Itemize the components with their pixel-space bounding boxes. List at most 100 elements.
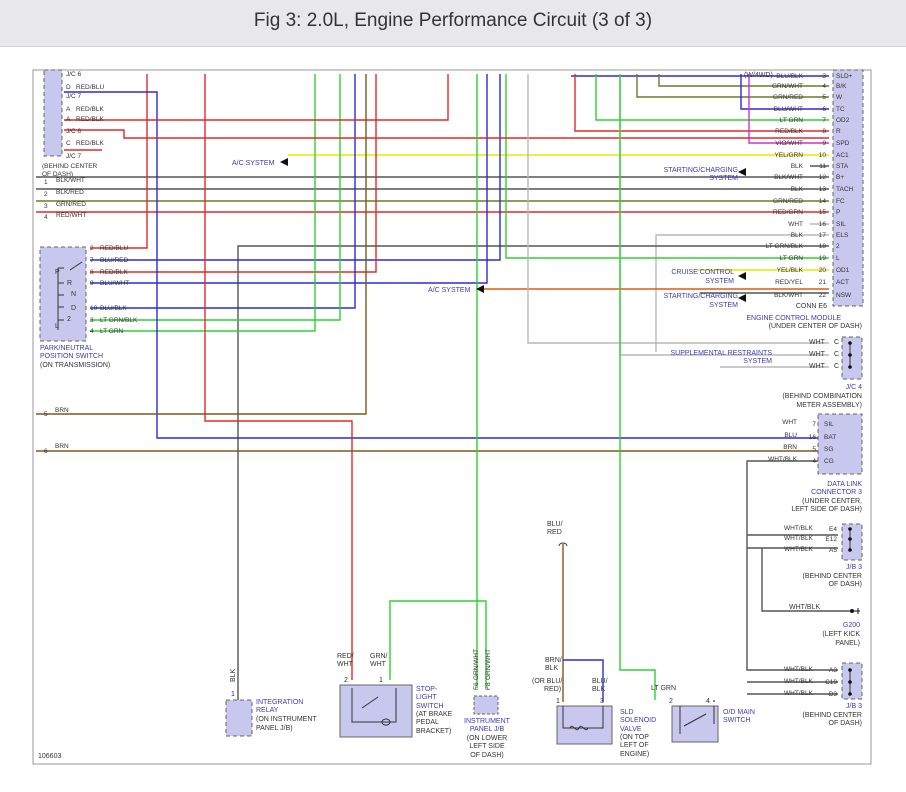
integration-relay: BLK 1 INTEGRATION RELAY (ON INSTRUMENT P…	[225, 668, 317, 737]
ecm-pin-wire: LT GRN	[780, 117, 804, 124]
wire-vio-wht-9	[748, 74, 829, 144]
jc-label-2: J/C 7	[66, 93, 82, 100]
svg-text:3: 3	[600, 698, 604, 705]
pnp-pin-wire: LT GRN/BLK	[100, 317, 138, 324]
ecm-pin-number: 11	[819, 163, 826, 170]
dlc-pin-wire: WHT	[782, 419, 797, 426]
svg-text:BLK/WHT: BLK/WHT	[56, 177, 85, 184]
connector-pin	[848, 680, 852, 684]
svg-text:GRN/WHT: GRN/WHT	[485, 649, 492, 680]
ecm-pin-wire: BLK	[791, 186, 804, 193]
svg-text:BRN/: BRN/	[545, 657, 562, 664]
svg-text:BLK: BLK	[230, 668, 237, 682]
svg-text:RELAY: RELAY	[256, 707, 279, 714]
ecm-pin-signal: TACH	[836, 186, 854, 193]
ecm-pin-signal: ELS	[836, 232, 849, 239]
pnp-pin-wire: LT GRN	[100, 328, 124, 335]
dlc-pin-signal: CG	[824, 458, 834, 465]
ecm-pin-wire: BLK	[791, 232, 804, 239]
connector-pin	[848, 548, 852, 552]
svg-text:J/B 3: J/B 3	[846, 703, 862, 710]
svg-text:INTEGRATION: INTEGRATION	[256, 699, 303, 706]
jc-wire-1: RED/BLU	[76, 84, 104, 91]
pnp-pin-number: 4	[90, 328, 94, 335]
instrument-panel-jb: F6 GRN/WHT F8 GRN/WHT INSTRUMENT PANEL J…	[464, 649, 511, 759]
ecm-pin-wire: YEL/BLK	[777, 267, 804, 274]
svg-text:BLK: BLK	[545, 665, 559, 672]
ecm-pin-signal: SIL	[836, 221, 846, 228]
svg-text:1: 1	[556, 698, 560, 705]
svg-text:GRN/WHT: GRN/WHT	[473, 649, 480, 680]
pnp-pin-number: 7	[90, 257, 94, 264]
engine-control-module: (W/4WD) ENGINE CONTROL MODULE (UNDER CEN…	[744, 69, 864, 330]
ecm-pin-number: 9	[822, 140, 826, 147]
jb3a-pin-number: E4	[829, 526, 837, 533]
svg-text:D: D	[71, 305, 76, 312]
wire-jc-red-blk-a	[64, 74, 449, 121]
svg-text:OF DASH): OF DASH)	[470, 752, 503, 759]
svg-text:SOLENOID: SOLENOID	[620, 717, 656, 724]
dlc-pin-signal: SG	[824, 446, 833, 453]
ecm-pin-signal: OD1	[836, 267, 850, 274]
ecm-pin-number: 12	[819, 174, 827, 181]
svg-text:C: C	[834, 339, 839, 346]
ecm-name: ENGINE CONTROL MODULE	[746, 315, 841, 322]
svg-text:J/C 4: J/C 4	[846, 384, 862, 391]
ac-system-label-2: A/C SYSTEM	[428, 287, 471, 294]
wire-ltgrn-od	[619, 74, 656, 700]
svg-text:G200: G200	[843, 622, 860, 629]
ecm-location: (UNDER CENTER OF DASH)	[769, 323, 862, 330]
ecm-pin-wire: RED/BLK	[775, 128, 803, 135]
svg-text:SYSTEM: SYSTEM	[743, 358, 772, 365]
svg-text:METER ASSEMBLY): METER ASSEMBLY)	[796, 402, 862, 409]
ecm-pin-number: 7	[822, 117, 826, 124]
dlc-pin-number: 4	[812, 458, 816, 465]
svg-text:DATA LINK: DATA LINK	[827, 481, 862, 488]
jb3b-pin-number: A3	[829, 667, 837, 674]
jc-label-0: J/C 6	[66, 71, 82, 78]
svg-text:RED/: RED/	[337, 653, 354, 660]
wire-ltgrn-7	[595, 74, 829, 121]
svg-text:WHT: WHT	[809, 351, 826, 358]
svg-text:BRN: BRN	[55, 407, 69, 414]
dlc-pin-signal: SIL	[824, 421, 834, 428]
svg-text:1: 1	[379, 677, 383, 684]
ecm-pin-signal: P	[836, 209, 840, 216]
svg-text:2: 2	[344, 677, 348, 684]
ecm-pin-number: 18	[819, 243, 827, 250]
ecm-variant: (W/4WD)	[744, 72, 773, 79]
svg-text:SWITCH: SWITCH	[416, 703, 444, 710]
wire-wht-srs-1	[527, 74, 829, 344]
dlc-pin-number: 16	[809, 434, 817, 441]
wire-wht-blk-cg	[746, 460, 829, 535]
svg-text:C: C	[834, 363, 839, 370]
svg-text:(BEHIND COMBINATION: (BEHIND COMBINATION	[782, 393, 862, 400]
ecm-pin-signal: 2	[836, 243, 840, 250]
wire-pnp-9	[90, 74, 488, 284]
jc-wire-4: RED/BLK	[76, 116, 104, 123]
svg-text:(LEFT KICK: (LEFT KICK	[822, 631, 860, 638]
figure-id: 106603	[38, 753, 61, 760]
wire-blu-wht-6	[740, 74, 829, 110]
svg-text:WHT: WHT	[370, 661, 387, 668]
wire-blu-dlc	[64, 91, 829, 439]
junction-connector-jc4: WHT WHT WHT C C C J/C 4 (BEHIND COMBINAT…	[782, 336, 863, 409]
jb3b-pin-wire: WHT/BLK	[784, 690, 814, 697]
ecm-pin-number: 6	[822, 106, 826, 113]
wire-brn-5	[36, 74, 367, 415]
wire-red-blk-8	[574, 74, 829, 132]
ecm-pin-wire: GRN/RED	[773, 94, 803, 101]
svg-text:GRN/RED: GRN/RED	[56, 201, 86, 208]
od-main-switch: LT GRN 2 4 O/D MAIN SWITCH	[651, 685, 755, 743]
system-references: A/C SYSTEM A/C SYSTEM STARTING/CHARGING …	[232, 158, 772, 365]
jb3a-pin-wire: WHT/BLK	[784, 546, 814, 553]
svg-text:SLD: SLD	[620, 709, 634, 716]
jc-wire-3: RED/BLK	[76, 106, 104, 113]
ecm-pin-wire: BLU/BLK	[776, 73, 803, 80]
svg-text:BRN: BRN	[55, 443, 69, 450]
pnp-pin-wire: RED/BLU	[100, 245, 128, 252]
ecm-pin-wire: YEL/GRN	[774, 152, 803, 159]
svg-text:LEFT SIDE: LEFT SIDE	[469, 743, 505, 750]
svg-text:SUPPLEMENTAL RESTRAINTS: SUPPLEMENTAL RESTRAINTS	[670, 350, 772, 357]
